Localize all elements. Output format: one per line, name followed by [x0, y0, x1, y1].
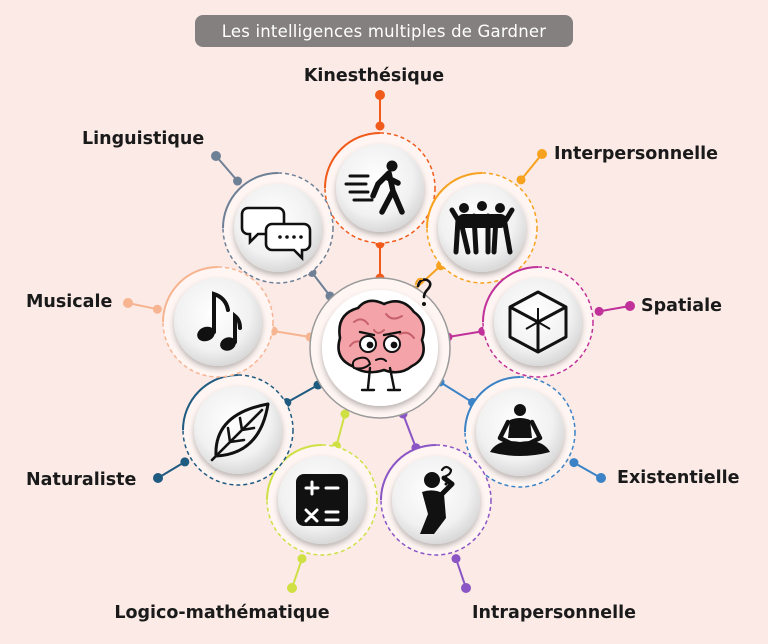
label-interpersonnelle: Interpersonnelle	[554, 144, 718, 164]
node-ring-arc	[222, 172, 279, 229]
connector-inner	[439, 381, 474, 404]
connector-end-dot	[596, 473, 606, 483]
connector-inner	[335, 413, 346, 447]
label-spatiale: Spatiale	[641, 296, 722, 316]
node-ring-arc	[162, 266, 219, 323]
node-disc	[174, 278, 262, 366]
speech-bubbles-icon	[240, 206, 312, 262]
connector-inner	[447, 330, 483, 338]
connector-outer	[520, 153, 543, 181]
diagram-title: Les intelligences multiples de Gardner	[195, 15, 573, 47]
connector-end-dot	[211, 151, 221, 161]
connector-node-dot	[180, 457, 190, 467]
connector-node-dot	[297, 554, 307, 564]
node-ring-arc	[324, 132, 381, 189]
thinking-person-icon	[420, 465, 455, 534]
connector-inner	[402, 413, 417, 449]
label-musicale: Musicale	[26, 292, 113, 312]
connector-end-dot	[287, 583, 297, 593]
label-intrapersonnelle: Intrapersonnelle	[472, 603, 636, 623]
connector-outer	[291, 558, 303, 589]
cube-icon	[508, 290, 568, 354]
node-existentielle	[464, 376, 576, 488]
connector-outer	[455, 558, 467, 589]
connector-outer	[215, 155, 239, 182]
calculator-icon	[296, 474, 348, 526]
node-interpersonnelle	[426, 172, 538, 284]
node-naturaliste	[182, 374, 294, 486]
meditation-icon	[490, 404, 550, 456]
connector-node-dot	[233, 176, 243, 186]
node-musicale	[162, 266, 274, 378]
label-linguistique: Linguistique	[82, 129, 205, 149]
connector-outer	[157, 461, 186, 479]
label-kinesthesique: Kinesthésique	[303, 66, 445, 86]
node-linguistique	[222, 172, 334, 284]
connector-node-dot	[516, 175, 526, 185]
connector-inner	[286, 384, 319, 404]
connector-node-dot	[451, 554, 461, 564]
node-ring-arc	[482, 266, 539, 323]
connector-end-dot	[153, 473, 163, 483]
connector-node-dot	[375, 121, 385, 131]
leaf-icon	[210, 402, 270, 462]
connector-node-dot	[569, 458, 579, 468]
node-logico	[266, 444, 378, 556]
connector-end-dot	[625, 301, 635, 311]
node-intrapersonnelle	[380, 444, 492, 556]
connector-node-dot	[594, 306, 604, 316]
node-disc	[336, 144, 424, 232]
brain-icon	[337, 277, 432, 392]
hub-dot	[340, 409, 350, 419]
node-ring-arc	[426, 172, 483, 229]
center-node	[309, 277, 451, 419]
connector-node-dot	[152, 304, 162, 314]
node-disc	[194, 386, 282, 474]
connector-end-dot	[537, 149, 547, 159]
label-naturaliste: Naturaliste	[26, 470, 137, 490]
node-ring-arc	[464, 376, 521, 433]
label-existentielle: Existentielle	[617, 468, 740, 488]
connector-inner	[311, 271, 331, 297]
connector-end-dot	[375, 90, 385, 100]
music-note-icon	[197, 291, 242, 351]
connector-outer	[598, 305, 631, 313]
connector-inner	[273, 330, 311, 338]
node-kinesthesique	[324, 132, 436, 244]
connector-end-dot	[123, 298, 133, 308]
label-logico: Logico-mathématique	[114, 603, 330, 623]
running-person-icon	[344, 160, 405, 215]
group-people-icon	[449, 201, 515, 255]
node-ring-arc	[380, 444, 437, 501]
node-spatiale	[482, 266, 594, 378]
connector-outer	[573, 461, 602, 479]
connector-end-dot	[461, 583, 471, 593]
